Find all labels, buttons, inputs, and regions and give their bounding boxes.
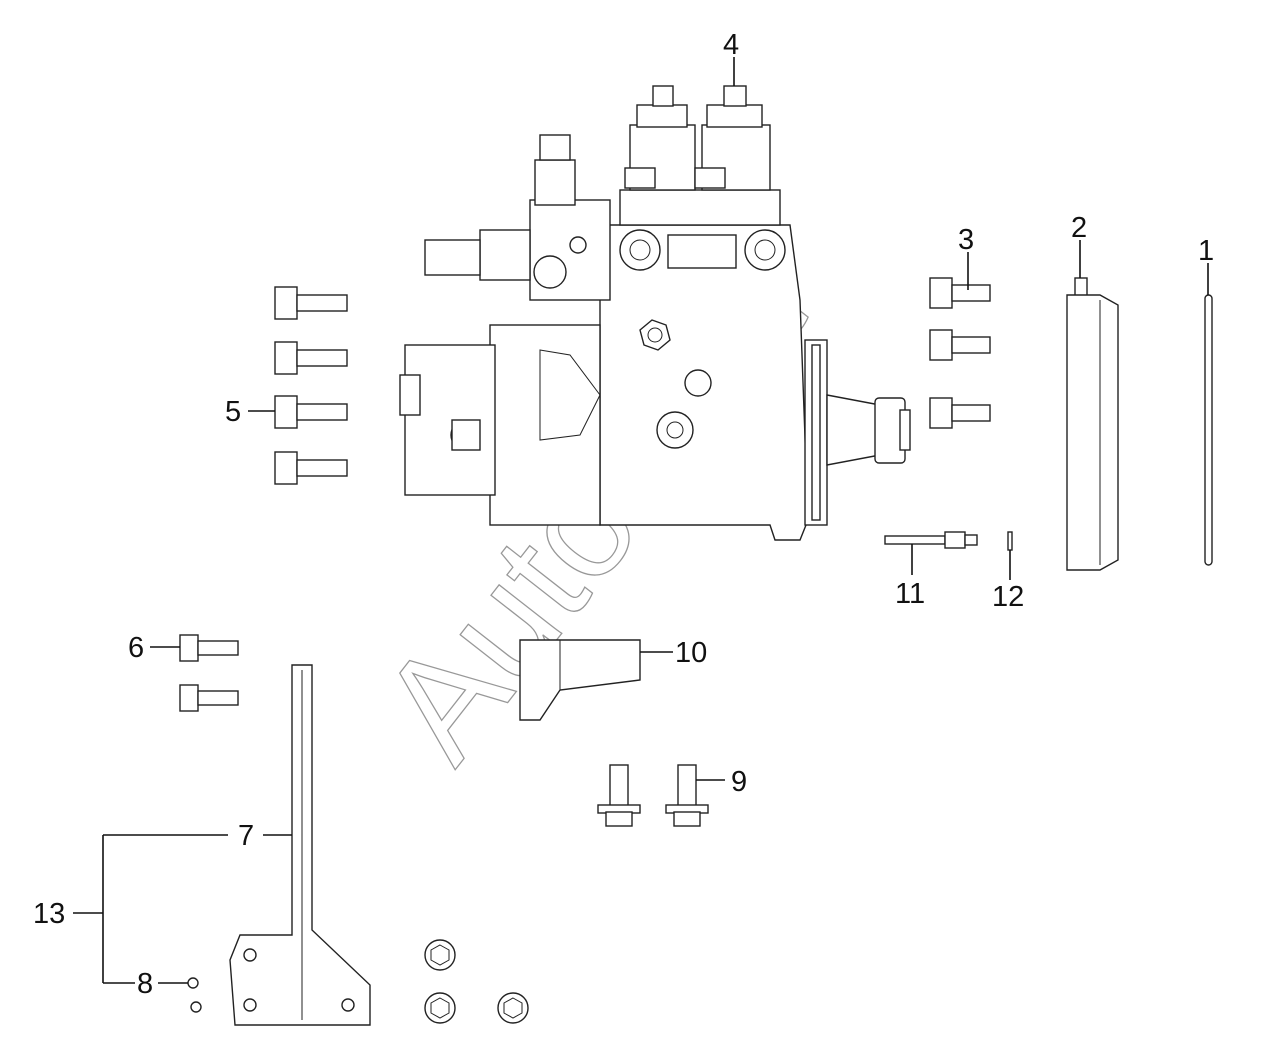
part-6-bolts <box>179 634 239 712</box>
part-5-bolts <box>274 286 348 485</box>
callout-13: 13 <box>33 898 65 930</box>
part-12-pin <box>1007 531 1013 551</box>
callout-9: 9 <box>731 766 747 798</box>
callout-labels: 1 2 3 4 5 6 7 8 9 10 11 12 13 <box>33 29 1214 1000</box>
part-1-o-ring <box>1204 294 1213 566</box>
callout-12: 12 <box>992 581 1024 613</box>
callout-11: 11 <box>895 578 925 610</box>
callout-4: 4 <box>723 29 739 61</box>
callout-2: 2 <box>1071 212 1087 244</box>
fuel-pump-assembly <box>399 85 911 541</box>
callout-6: 6 <box>128 632 144 664</box>
part-2-gasket <box>1066 277 1119 571</box>
part-8-washers <box>187 977 202 1013</box>
part-9-bolts <box>597 764 709 827</box>
part-11-stud <box>884 531 978 549</box>
callout-5: 5 <box>225 396 241 428</box>
callout-7: 7 <box>238 820 254 852</box>
callout-10: 10 <box>675 637 707 669</box>
callout-1: 1 <box>1198 235 1214 267</box>
part-10-bracket <box>519 639 641 721</box>
part-3-bolts <box>929 277 991 429</box>
callout-3: 3 <box>958 224 974 256</box>
leader-lines <box>73 57 1209 984</box>
callout-8: 8 <box>137 968 153 1000</box>
nuts <box>424 939 529 1024</box>
part-7-bracket <box>229 664 371 1026</box>
